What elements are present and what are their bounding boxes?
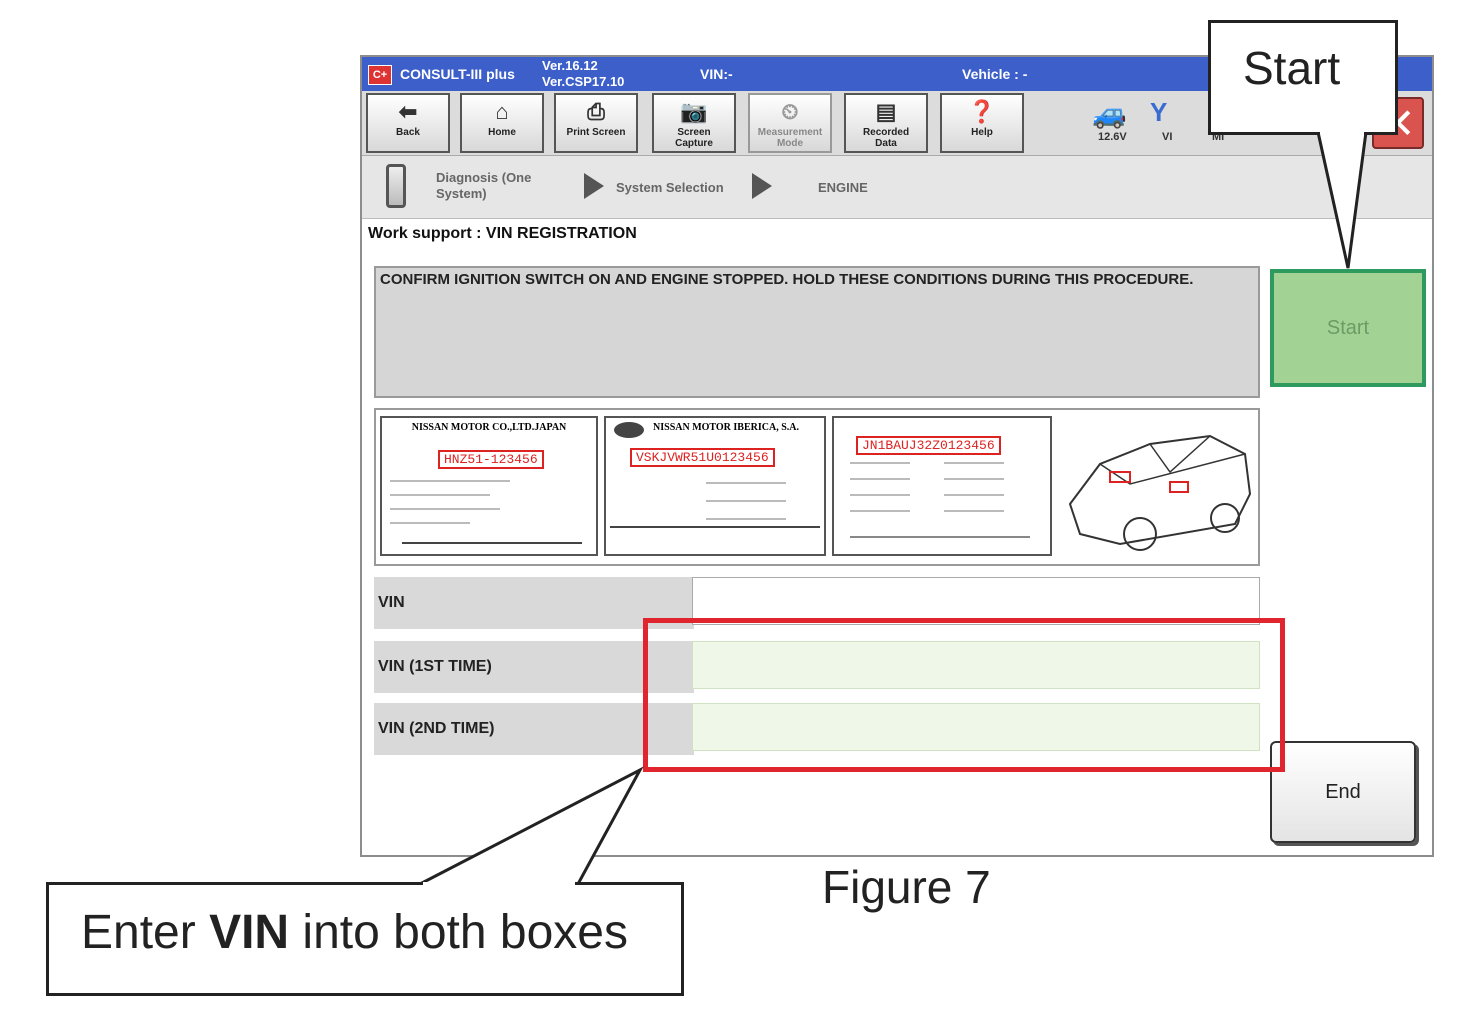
version-line-1: Ver.16.12 — [542, 58, 598, 73]
end-button[interactable]: End — [1270, 741, 1416, 843]
vin-plate-japan: NISSAN MOTOR CO.,LTD.JAPAN HNZ51-123456 — [380, 416, 598, 556]
breadcrumb: Diagnosis (One System) System Selection … — [362, 156, 1432, 219]
help-button[interactable]: ❓ Help — [940, 93, 1024, 153]
nissan-logo-icon — [614, 422, 644, 438]
car-battery-icon: 🚙 — [1092, 98, 1127, 129]
vin-label: VIN — [374, 577, 694, 629]
work-support-title: Work support : VIN REGISTRATION — [368, 225, 637, 242]
printer-icon: ⎙ — [587, 99, 605, 124]
consult-logo-icon: C+ — [368, 65, 392, 85]
vehicle-location-diagram — [1068, 434, 1252, 551]
recorded-data-label-2: Data — [875, 138, 897, 149]
figure-caption: Figure 7 — [822, 861, 991, 913]
start-button[interactable]: Start — [1270, 269, 1426, 387]
plate-japan-vin: HNZ51-123456 — [438, 450, 544, 469]
start-callout: Start — [1208, 20, 1398, 134]
breadcrumb-diagnosis-line-1[interactable]: Diagnosis (One — [436, 170, 532, 185]
plate-iberica-header: NISSAN MOTOR IBERICA, S.A. — [653, 422, 799, 433]
breadcrumb-system-selection[interactable]: System Selection — [616, 180, 724, 195]
back-label: Back — [396, 127, 420, 138]
recorded-data-label-1: Recorded — [862, 127, 910, 138]
breadcrumb-arrow-icon — [584, 173, 604, 199]
enter-vin-callout: Enter VIN into both boxes — [46, 882, 684, 996]
vin-plate-iberica: NISSAN MOTOR IBERICA, S.A. VSKJVWR51U012… — [604, 416, 826, 556]
vin-input-highlight — [643, 618, 1285, 772]
start-callout-text: Start — [1243, 42, 1341, 94]
back-arrow-icon: ⬅ — [398, 99, 418, 124]
measurement-mode-label-2: Mode — [776, 138, 804, 149]
measurement-mode-button[interactable]: ⏲ Measurement Mode — [748, 93, 832, 153]
plate-japan-header: NISSAN MOTOR CO.,LTD.JAPAN — [411, 422, 567, 433]
vin-1st-label: VIN (1ST TIME) — [374, 641, 694, 693]
battery-voltage: 12.6V — [1098, 131, 1127, 143]
breadcrumb-arrow-icon — [752, 173, 772, 199]
vin-plate-images: NISSAN MOTOR CO.,LTD.JAPAN HNZ51-123456 … — [374, 408, 1260, 566]
home-icon: ⌂ — [495, 99, 509, 124]
vehicle-status: Vehicle : - — [962, 66, 1028, 82]
home-button[interactable]: ⌂ Home — [460, 93, 544, 153]
plate-iberica-vin: VSKJVWR51U0123456 — [630, 448, 775, 467]
screen-capture-button[interactable]: 📷 Screen Capture — [652, 93, 736, 153]
measurement-mode-label-1: Measurement — [757, 127, 823, 138]
app-name: CONSULT-III plus — [400, 66, 515, 82]
help-icon: ❓ — [968, 99, 996, 124]
vin-display-field — [692, 577, 1260, 625]
recorded-data-button[interactable]: ▤ Recorded Data — [844, 93, 928, 153]
version-line-2: Ver.CSP17.10 — [542, 74, 625, 89]
vin-2nd-input[interactable] — [692, 703, 1260, 751]
meter-icon: ⏲ — [781, 99, 799, 124]
instruction-message: CONFIRM IGNITION SWITCH ON AND ENGINE ST… — [374, 266, 1260, 398]
print-screen-label: Print Screen — [566, 127, 626, 138]
enter-vin-callout-text: Enter VIN into both boxes — [81, 905, 628, 960]
vin-2nd-label: VIN (2ND TIME) — [374, 703, 694, 755]
callout-text-bold: VIN — [209, 906, 290, 959]
breadcrumb-engine: ENGINE — [818, 180, 868, 195]
home-label: Home — [488, 127, 516, 138]
recorded-data-icon: ▤ — [875, 99, 897, 124]
help-label: Help — [971, 127, 993, 138]
callout-text-prefix: Enter — [81, 906, 210, 959]
vin-location-marker — [1109, 471, 1131, 483]
print-screen-button[interactable]: ⎙ Print Screen — [554, 93, 638, 153]
camera-icon: 📷 — [680, 99, 708, 124]
screen-capture-label-2: Capture — [675, 138, 713, 149]
screen-capture-label-1: Screen — [677, 127, 711, 138]
callout-text-suffix: into both boxes — [289, 906, 628, 959]
vi-device-icon — [386, 164, 406, 208]
vin-1st-input[interactable] — [692, 641, 1260, 689]
breadcrumb-diagnosis-line-2[interactable]: System) — [436, 186, 487, 201]
vi-signal-icon: Y — [1150, 97, 1168, 127]
back-button[interactable]: ⬅ Back — [366, 93, 450, 153]
plate-china-vin: JN1BAUJ32Z0123456 — [856, 436, 1001, 455]
vin-status: VIN:- — [700, 66, 733, 82]
vin-plate-china: JN1BAUJ32Z0123456 — [832, 416, 1052, 556]
vi-label: VI — [1162, 131, 1173, 143]
vin-location-marker — [1169, 481, 1189, 493]
